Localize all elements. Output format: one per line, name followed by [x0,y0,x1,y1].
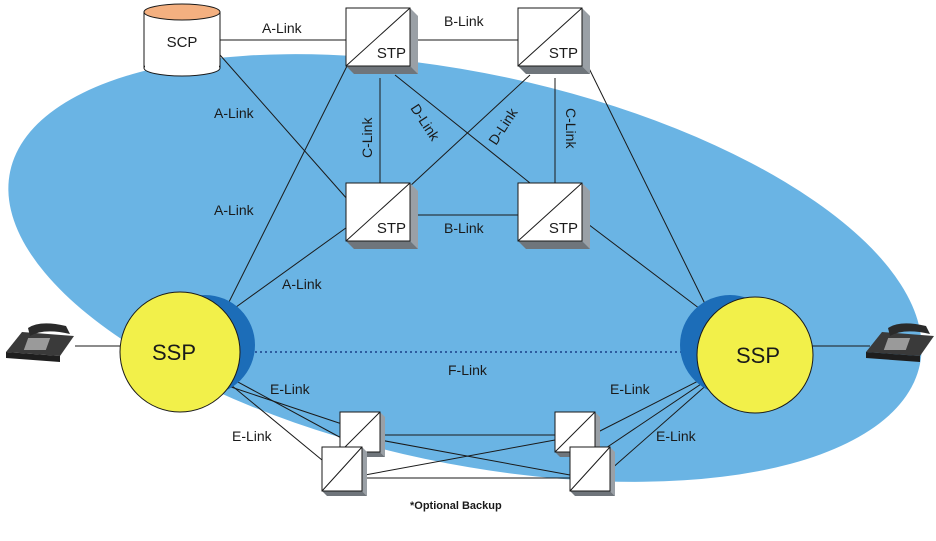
telephone-icon-right [866,323,934,362]
stp-mid-left-diagonal [345,182,411,242]
stp-mid-left: STP [345,182,418,249]
stp-mid-left-side [410,183,418,249]
links-layer [75,39,870,479]
stp-top-right-diagonal [517,7,583,67]
line-e-l-3 [224,384,346,426]
label-a-link-scp-diag: A-Link [214,105,255,121]
label-a-link-ssp-stp: A-Link [214,202,255,218]
line-d-2 [394,74,531,201]
line-e-l-1 [224,374,346,441]
label-a-link-ssp-stp2: A-Link [282,276,323,292]
stp-top-left-bottom [346,66,418,74]
stp-mid-left-bottom [346,241,418,249]
stp-mid-right-bottom [518,241,590,249]
line-e-l-2 [224,379,323,461]
scp-body-mask [145,12,219,68]
label-e-link-right-2: E-Link [656,428,697,444]
label-b-link-mid: B-Link [444,220,485,236]
stp-top-right-bottom [518,66,590,74]
stp-top-left-side [410,8,418,74]
label-e-link-left-1: E-Link [270,381,311,397]
label-b-link-top: B-Link [444,13,485,29]
line-a-ssp-r-mid [579,217,709,316]
backup-stp-right-bottom [569,446,615,496]
label-e-link-right-1: E-Link [610,381,651,397]
stp-top-left-label: STP [377,45,406,62]
stp-mid-right-diagonal [517,182,583,242]
stp-mid-right-side [582,183,590,249]
ssp-left-label: SSP [152,340,196,365]
label-c-link-right: C-Link [563,108,579,149]
stp-layer: STP STP STP STP [321,7,615,496]
optional-backup-note: *Optional Backup [410,500,502,512]
scp-label: SCP [167,34,198,51]
stp-mid-right-label: STP [549,220,578,237]
backup-stp-left-bottom-side [362,447,367,496]
line-a-ssp-l-top [224,59,351,311]
label-e-link-left-2: E-Link [232,428,273,444]
backup-stp-left-top [339,411,385,457]
label-a-link-scp-stp: A-Link [262,20,303,36]
scp-top [143,3,221,21]
scp-node: SCP [143,3,221,77]
backup-stp-right-bottom-bottom [570,491,615,496]
backup-stp-left-bottom [321,446,367,496]
backup-stp-left-top-side [380,412,385,457]
stp-top-right-side [582,8,590,74]
stp-top-right-label: STP [549,45,578,62]
stp-mid-right: STP [517,182,590,249]
stp-top-left-diagonal [345,7,411,67]
telephone-icon-left [6,323,74,362]
backup-stp-right-bottom-side [610,447,615,496]
stp-top-right: STP [517,7,590,74]
ssp-right-node: SSP [680,295,814,414]
backup-stp-right-top [554,411,600,457]
line-e-r-3 [599,377,711,453]
line-e-r-1 [597,374,711,433]
label-f-link: F-Link [448,362,488,378]
backup-stp-right-top-diagonal [554,411,596,453]
line-e-r-2 [609,381,711,471]
backup-stp-right-bottom-diagonal [569,446,611,492]
backup-stp-left-top-diagonal [339,411,381,453]
stp-mid-left-label: STP [377,220,406,237]
ssp-right-label: SSP [736,343,780,368]
ssp-right-disc [696,296,814,414]
backup-stp-left-bottom-diagonal [321,446,363,492]
line-bk-4 [364,439,556,476]
line-d-1 [394,74,546,196]
ssp-left-node: SSP [119,291,255,413]
line-bk-3 [379,439,571,476]
line-a-ssp-r-top [579,49,709,311]
backup-stp-left-bottom-bottom [322,491,367,496]
line-a-ssp-l-mid [224,224,351,316]
stp-top-left: STP [345,7,418,74]
line-scp-stp-ml [219,54,349,201]
backup-stp-right-top-side [595,412,600,457]
label-c-link-left: C-Link [359,117,375,158]
ssp-left-disc [119,291,241,413]
